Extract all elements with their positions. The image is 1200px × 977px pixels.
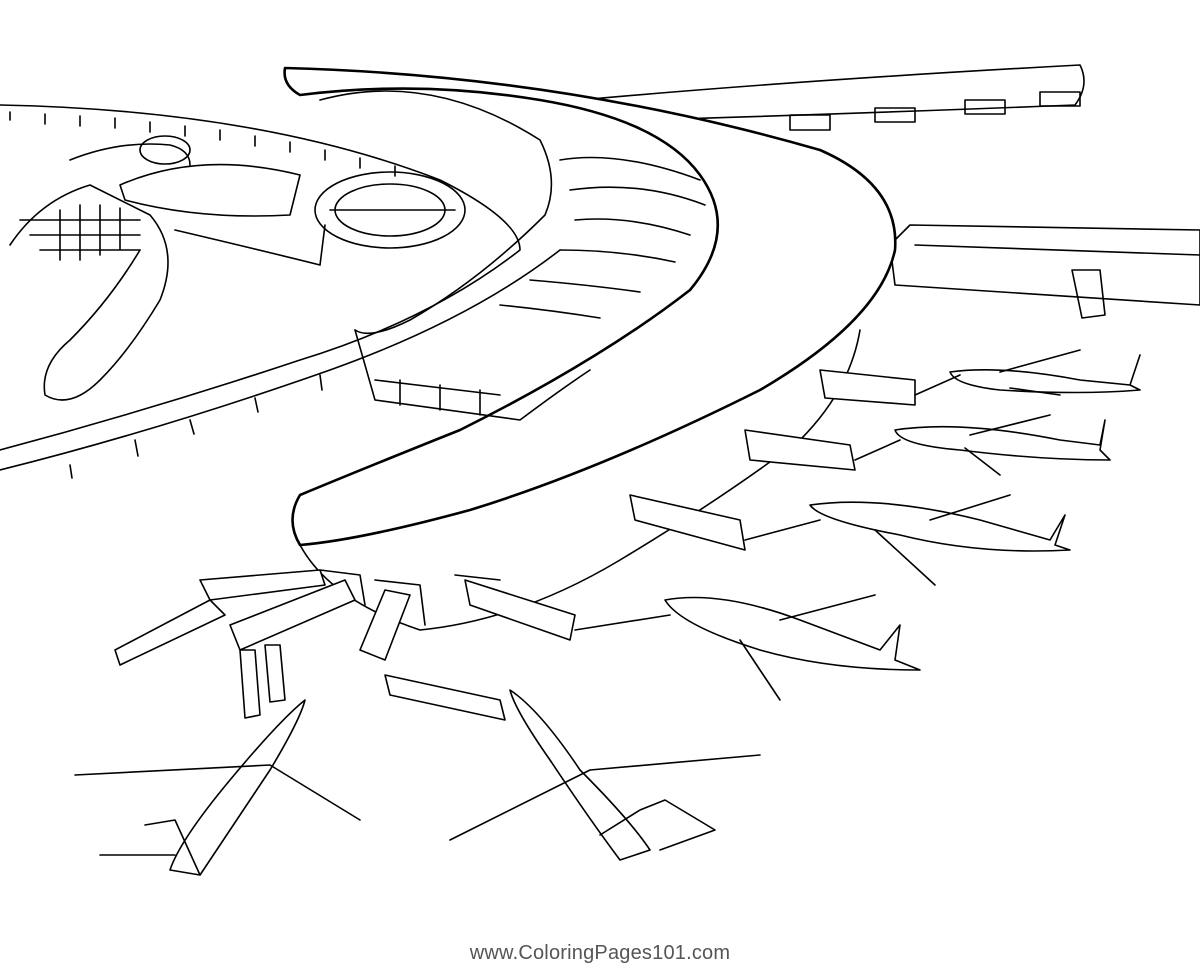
airplane-3 [809,494,1071,586]
airplane-5 [74,699,361,876]
airplane-1 [949,349,1141,396]
left-wing-roof [0,104,561,479]
terminal-base-and-gates [114,329,961,721]
main-terminal-roof [283,66,897,547]
airplane-6 [449,689,761,861]
left-hub-structure [9,135,466,401]
footer-website-url: www.ColoringPages101.com [469,942,731,964]
airplane-4 [664,594,921,701]
airplane-2 [894,414,1111,476]
right-pier-top [579,64,1200,319]
